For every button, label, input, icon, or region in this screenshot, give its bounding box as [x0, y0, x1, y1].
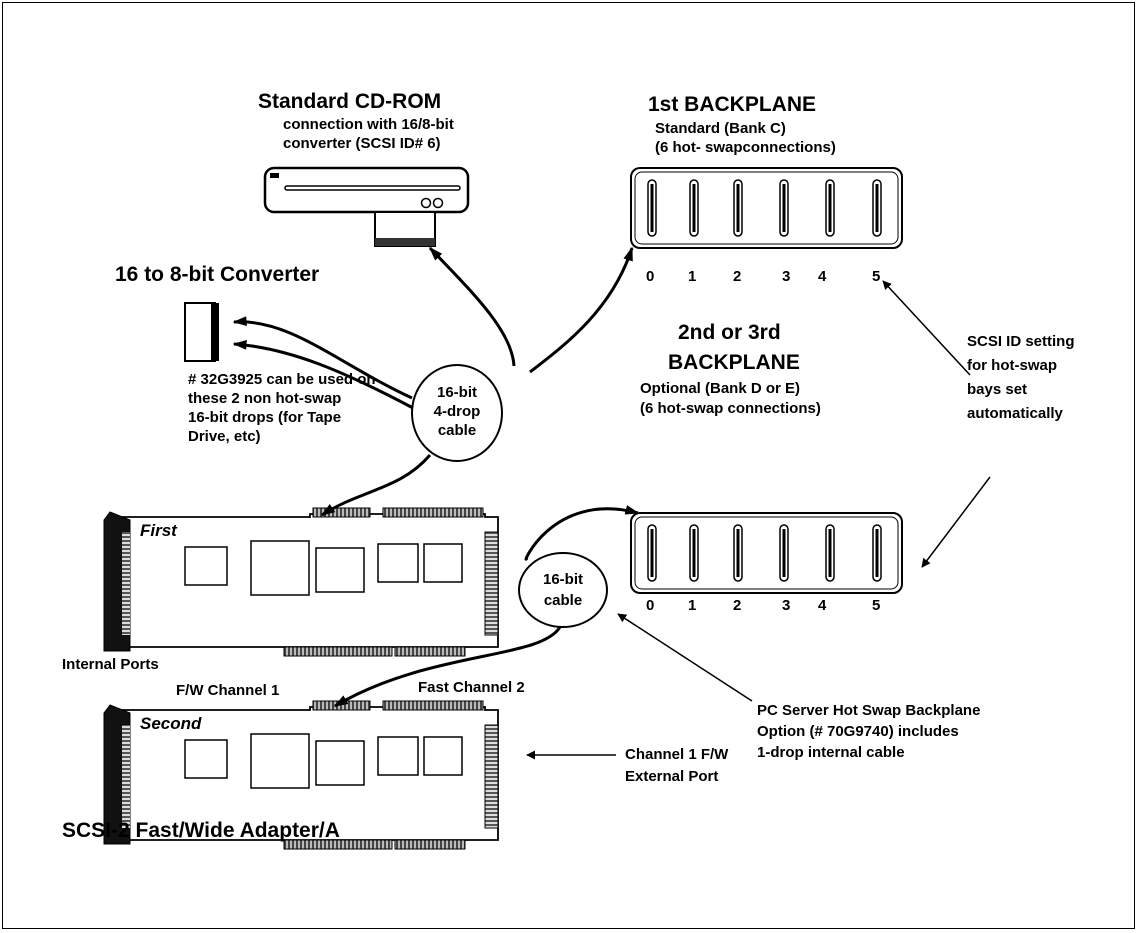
backplane-1-id-5: 5 — [872, 268, 881, 285]
converter-note-4: Drive, etc) — [188, 428, 261, 445]
adapter-first-chip-0 — [184, 546, 228, 586]
cdrom-desc-1: connection with 16/8-bit — [283, 116, 454, 133]
adapter-first-chip-4 — [423, 543, 463, 583]
backplane-2-id-1: 1 — [688, 597, 697, 614]
backplane-2-id-3: 3 — [782, 597, 791, 614]
adapter-first-chip-1 — [250, 540, 310, 596]
adapter-second-chip-3 — [377, 736, 419, 776]
adapter-first-internal-connector-2 — [382, 507, 484, 518]
adapter-second-chip-0 — [184, 739, 228, 779]
cdrom-title: Standard CD-ROM — [258, 90, 442, 113]
converter-note-2: these 2 non hot-swap — [188, 390, 342, 407]
adapter-second-edge-connector-1 — [283, 839, 393, 850]
internal-ports-label: Internal Ports — [62, 656, 159, 673]
pointer-arrows — [526, 280, 991, 760]
adapter-first-internal-connector-1 — [312, 507, 371, 518]
adapter-first-edge-connector-1 — [283, 646, 393, 657]
cable-to-second-adapter — [333, 626, 562, 708]
backplane-2-id-0: 0 — [646, 597, 655, 614]
adapter-card-first — [103, 507, 499, 657]
adapter-first-chip-2 — [315, 547, 365, 593]
adapter-first-edge-connector-2 — [394, 646, 466, 657]
pointer-to-1drop-cable — [617, 613, 753, 702]
adapter-first-external-connector — [484, 531, 499, 636]
option-note-2: Option (# 70G9740) includes — [757, 723, 959, 740]
pointer-to-bp2-ids — [921, 476, 991, 568]
adapter-caption: SCSI-2 Fast/Wide Adapter/A — [62, 819, 340, 842]
pointer-to-bp1-ids — [882, 280, 971, 376]
cable-1drop-label-1: 16-bit — [542, 571, 583, 588]
backplane-2 — [630, 512, 903, 594]
converter-block — [184, 302, 219, 362]
first-adapter-label: First — [140, 521, 177, 540]
adapter-second-internal-connector-2 — [382, 700, 484, 711]
adapter-second-chip-4 — [423, 736, 463, 776]
cable-4drop-label-3: cable — [437, 422, 477, 439]
cable-4drop-label-1: 16-bit — [436, 384, 477, 401]
backplane-1-id-4: 4 — [818, 268, 827, 285]
cdrom-desc-2: converter (SCSI ID# 6) — [283, 135, 441, 152]
cables — [232, 246, 640, 708]
adapter-second-chip-1 — [250, 733, 310, 789]
cable-1drop-label-2: cable — [543, 592, 583, 609]
backplane-2-title-2: BACKPLANE — [668, 351, 800, 374]
scsi-id-note-3: bays set — [967, 381, 1028, 398]
backplane-2-desc-2: (6 hot-swap connections) — [640, 400, 821, 417]
scsi-id-note-2: for hot-swap — [967, 357, 1057, 374]
adapter-second-bracket-grille — [122, 725, 130, 828]
backplane-1-title: 1st BACKPLANE — [648, 93, 817, 116]
external-port-label-1: Channel 1 F/W — [625, 746, 729, 763]
cable-to-converter-upper — [232, 316, 413, 400]
backplane-1 — [630, 167, 903, 249]
option-note-1: PC Server Hot Swap Backplane — [757, 702, 981, 719]
fw-channel-1-label: F/W Channel 1 — [176, 682, 280, 699]
converter-title: 16 to 8-bit Converter — [115, 263, 320, 286]
adapter-first-chip-3 — [377, 543, 419, 583]
adapter-second-chip-2 — [315, 740, 365, 786]
second-adapter-label: Second — [140, 714, 202, 733]
scsi-id-note-4: automatically — [967, 405, 1063, 422]
cable-to-first-adapter — [320, 454, 432, 517]
backplane-1-id-3: 3 — [782, 268, 791, 285]
fast-channel-2-label: Fast Channel 2 — [418, 679, 525, 696]
cable-to-converter-lower — [232, 340, 414, 410]
backplane-1-id-0: 0 — [646, 268, 655, 285]
cable-4drop-ellipse — [411, 364, 503, 462]
option-note-3: 1-drop internal cable — [757, 744, 905, 761]
adapter-card-second — [103, 700, 499, 850]
external-port-label-2: External Port — [625, 768, 719, 785]
adapter-first-bracket-grille — [122, 532, 130, 635]
scsi-id-note-1: SCSI ID setting — [967, 333, 1075, 350]
cable-to-backplane-1 — [529, 246, 634, 374]
cable-to-cdrom — [428, 246, 516, 367]
backplane-1-id-1: 1 — [688, 268, 697, 285]
backplane-2-desc-1: Optional (Bank D or E) — [640, 380, 801, 397]
backplane-1-id-2: 2 — [733, 268, 742, 285]
backplane-2-id-2: 2 — [733, 597, 742, 614]
converter-note-3: 16-bit drops (for Tape — [188, 409, 342, 426]
backplane-1-desc-2: (6 hot- swapconnections) — [655, 139, 836, 156]
cdrom-drive — [263, 166, 470, 247]
backplane-2-id-5: 5 — [872, 597, 881, 614]
backplane-2-id-4: 4 — [818, 597, 827, 614]
cable-1drop-ellipse — [518, 552, 608, 628]
cable-4drop-label-2: 4-drop — [433, 403, 481, 420]
cable-to-backplane-2 — [524, 505, 640, 561]
adapter-second-external-connector — [484, 724, 499, 829]
converter-note-1: # 32G3925 can be used on — [188, 371, 376, 388]
backplane-1-desc-1: Standard (Bank C) — [655, 120, 786, 137]
backplane-2-title-1: 2nd or 3rd — [678, 321, 781, 344]
adapter-second-edge-connector-2 — [394, 839, 466, 850]
